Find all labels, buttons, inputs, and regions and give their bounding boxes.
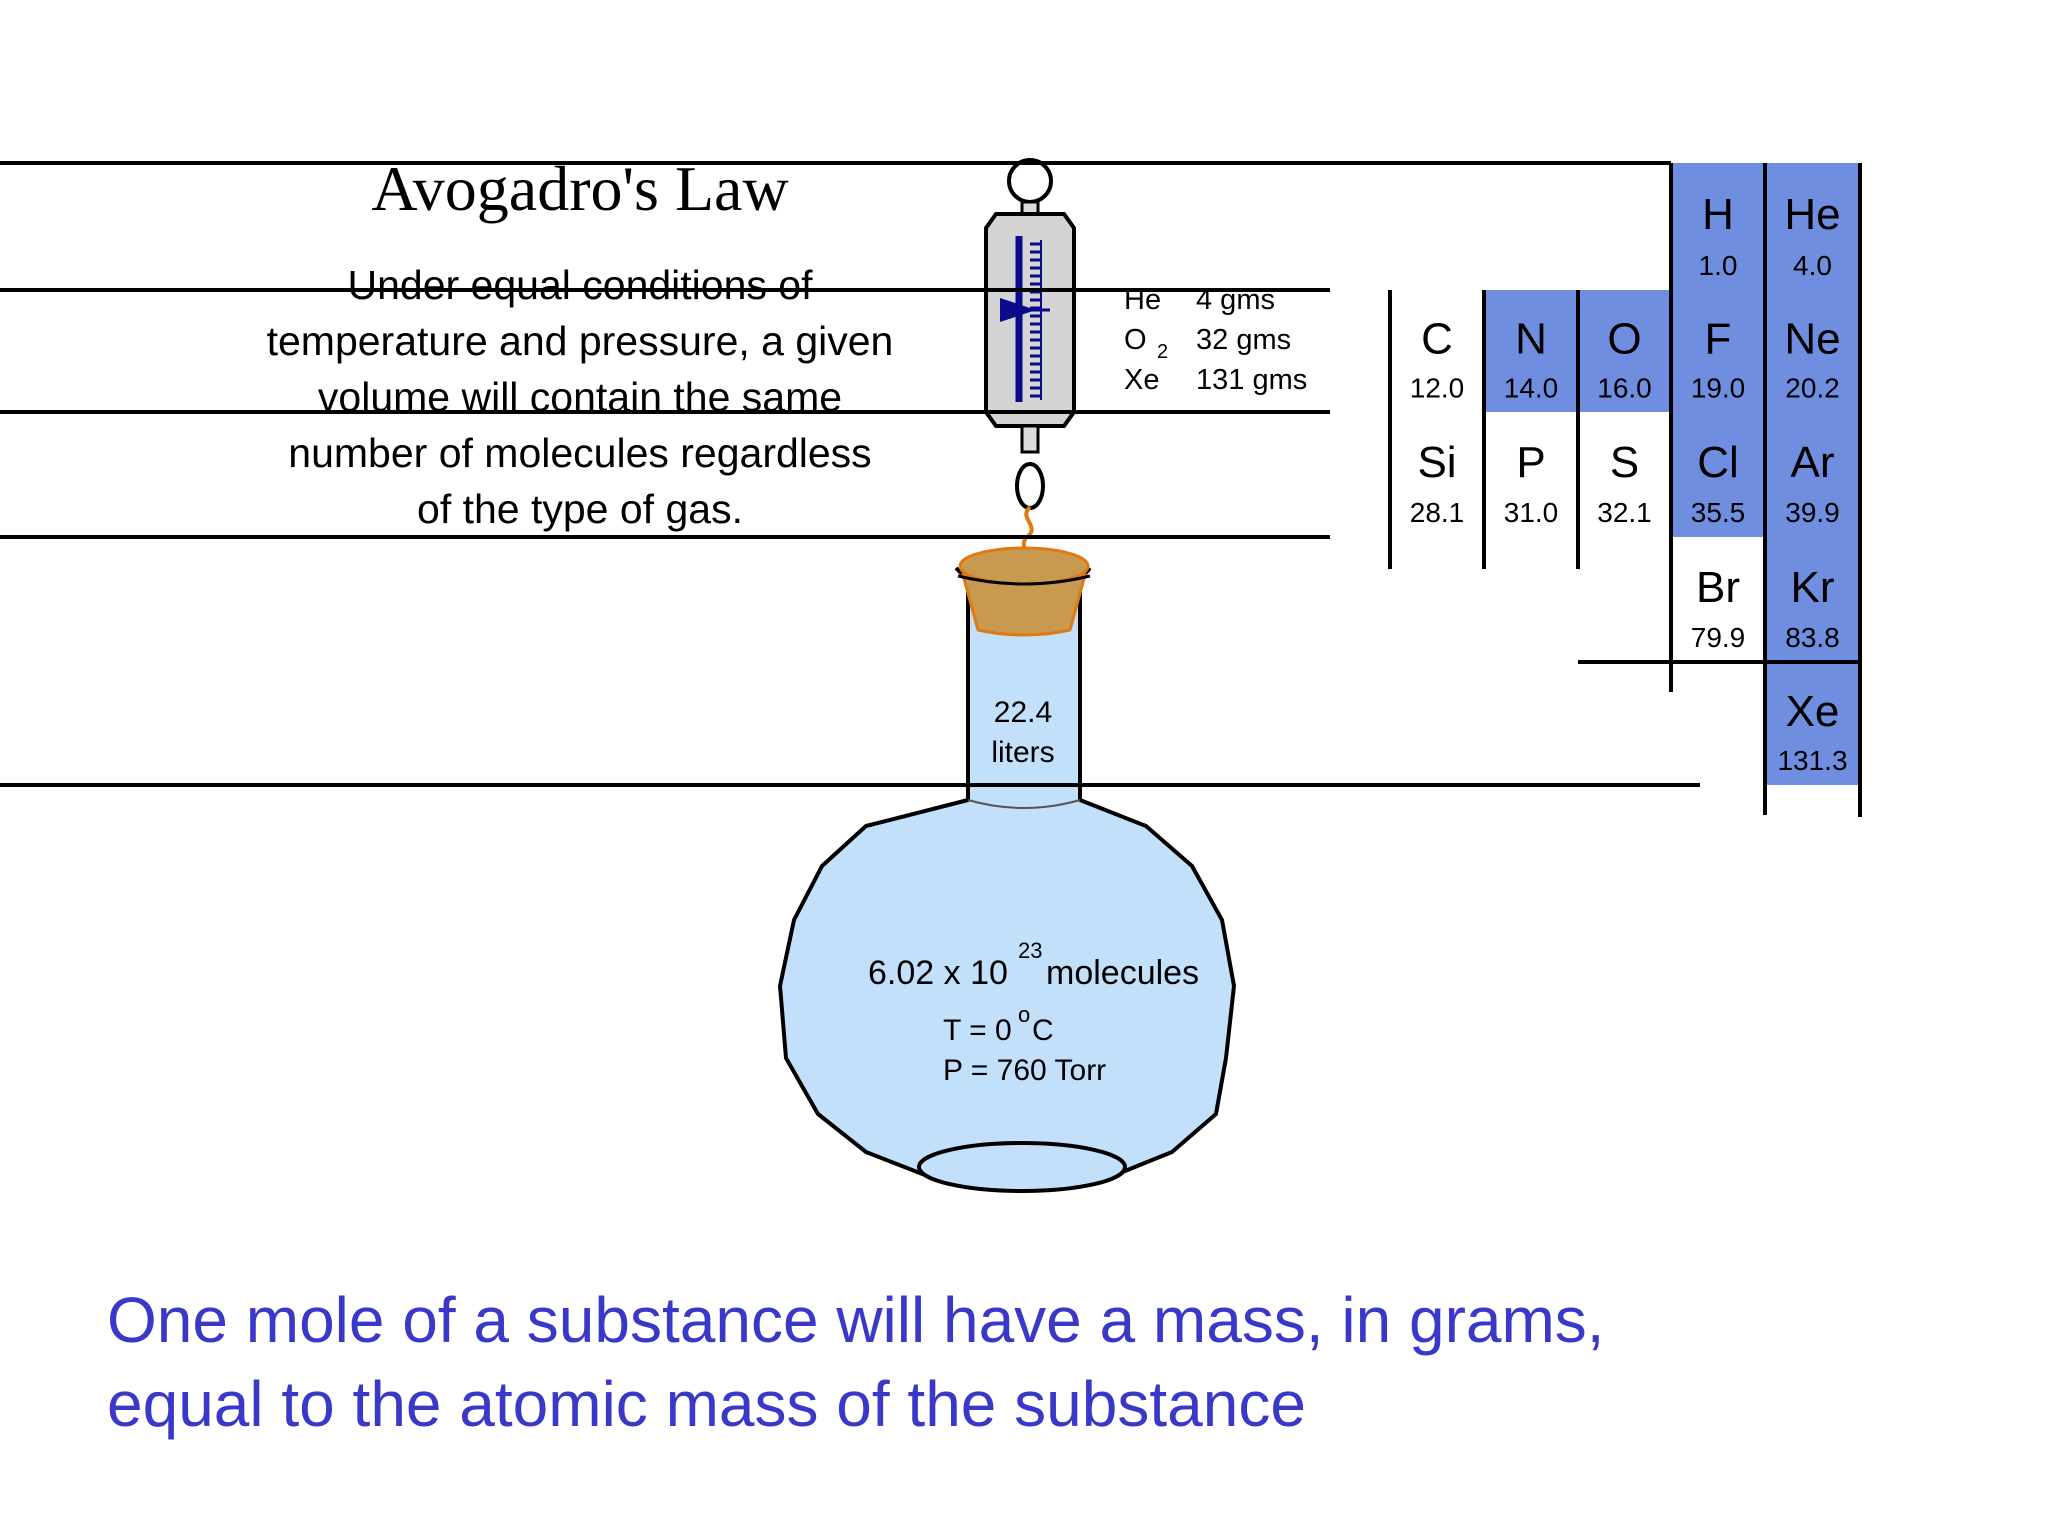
element-cell-p: P 31.0 (1484, 412, 1578, 537)
definition-line: temperature and pressure, a given (266, 318, 894, 364)
element-cell-bg (1390, 412, 1484, 537)
element-cell-bg (1765, 412, 1860, 537)
temperature-prefix: T = 0 (943, 1014, 1012, 1047)
definition-line: of the type of gas. (417, 486, 743, 532)
gas-symbol: O (1124, 324, 1147, 356)
element-cell-br: Br 79.9 (1671, 537, 1765, 662)
element-mass: 16.0 (1597, 372, 1652, 403)
element-mass: 20.2 (1785, 372, 1840, 403)
cork-band (957, 574, 1091, 586)
element-cell-bg (1484, 412, 1578, 537)
element-mass: 79.9 (1691, 622, 1746, 653)
element-cell-si: Si 28.1 (1390, 412, 1484, 537)
element-symbol: O (1607, 314, 1641, 363)
scale-hook-ring (1015, 462, 1045, 510)
element-symbol: F (1705, 314, 1732, 363)
element-cell-bg (1578, 290, 1671, 412)
element-cell-bg (1671, 163, 1765, 290)
element-cell-bg (1765, 163, 1860, 290)
element-cell-xe: Xe 131.3 (1765, 662, 1860, 785)
element-symbol: P (1516, 438, 1545, 487)
element-cell-bg (1671, 290, 1765, 412)
element-cell-bg (1578, 412, 1671, 537)
scale-ring (1007, 158, 1053, 204)
element-cell-f: F 19.0 (1671, 290, 1765, 412)
element-cell-ar: Ar 39.9 (1765, 412, 1860, 537)
element-cell-bg (1484, 290, 1578, 412)
element-cell-bg (1765, 290, 1860, 412)
element-mass: 14.0 (1504, 372, 1559, 403)
element-cell-bg (1671, 537, 1765, 662)
element-symbol: C (1421, 314, 1453, 363)
element-mass: 1.0 (1699, 250, 1738, 281)
element-cell-kr: Kr 83.8 (1765, 537, 1860, 662)
gas-subscript: 2 (1157, 341, 1168, 363)
element-symbol: Ne (1784, 314, 1840, 363)
scale-stem (1020, 424, 1040, 454)
gas-mass: 131 gms (1196, 364, 1307, 396)
gas-mass-list: He 4 gms O 2 32 gms Xe 131 gms (1124, 284, 1307, 396)
flask-body (778, 573, 1236, 1184)
element-symbol: Si (1417, 438, 1456, 487)
molecules-exponent: 23 (1018, 938, 1042, 963)
element-symbol: Kr (1791, 563, 1835, 612)
element-cell-cl: Cl 35.5 (1671, 412, 1765, 537)
flask-volume-unit: liters (991, 736, 1054, 769)
element-cell-s: S 32.1 (1578, 412, 1671, 537)
element-cell-bg (1390, 290, 1484, 412)
element-symbol: S (1610, 438, 1639, 487)
molecules-word: molecules (1046, 954, 1199, 992)
pressure-value: P = 760 Torr (943, 1054, 1106, 1087)
scale-body (984, 212, 1076, 428)
element-mass: 83.8 (1785, 622, 1840, 653)
element-cell-he: He 4.0 (1765, 163, 1860, 290)
element-mass: 35.5 (1691, 497, 1746, 528)
flask-base-ellipse (917, 1141, 1127, 1193)
element-mass: 32.1 (1597, 497, 1652, 528)
element-cell-ne: Ne 20.2 (1765, 290, 1860, 412)
element-mass: 28.1 (1410, 497, 1465, 528)
temperature-unit: C (1032, 1014, 1054, 1047)
element-symbol: Br (1696, 563, 1740, 612)
flask-neck-junction (967, 799, 1081, 809)
element-symbol: H (1702, 190, 1734, 239)
element-mass: 131.3 (1777, 745, 1847, 776)
periodic-table: H 1.0 He 4.0C 12.0 N 14.0 O 16.0 F 19.0 Ne 20.2Si 28.… (0, 161, 1862, 817)
flask-volume-value: 22.4 (994, 696, 1052, 729)
element-cell-bg (1765, 662, 1860, 785)
element-symbol: He (1784, 190, 1840, 239)
cork-stopper (961, 573, 1087, 637)
element-cell-bg (1765, 537, 1860, 662)
element-mass: 39.9 (1785, 497, 1840, 528)
element-mass: 4.0 (1793, 250, 1832, 281)
element-symbol: Cl (1697, 438, 1739, 487)
spring-scale (984, 158, 1076, 560)
definition-line: number of molecules regardless (288, 430, 872, 476)
definition-line: Under equal conditions of (347, 262, 813, 308)
element-mass: 12.0 (1410, 372, 1465, 403)
element-cell-o: O 16.0 (1578, 290, 1671, 412)
gas-symbol: Xe (1124, 364, 1159, 396)
element-mass: 31.0 (1504, 497, 1559, 528)
element-cell-n: N 14.0 (1484, 290, 1578, 412)
conclusion-line: equal to the atomic mass of the substanc… (107, 1368, 1306, 1440)
degree-symbol: o (1018, 1002, 1030, 1027)
element-cell-c: C 12.0 (1390, 290, 1484, 412)
element-cell-bg (1671, 412, 1765, 537)
gas-mass: 32 gms (1196, 324, 1291, 356)
element-symbol: Ar (1791, 438, 1835, 487)
cork-top (958, 546, 1090, 586)
conclusion-line: One mole of a substance will have a mass… (107, 1284, 1605, 1356)
element-symbol: N (1515, 314, 1547, 363)
element-mass: 19.0 (1691, 372, 1746, 403)
element-cell-h: H 1.0 (1671, 163, 1765, 290)
flask (778, 546, 1236, 1193)
element-symbol: Xe (1786, 687, 1840, 736)
molecules-base: 6.02 x 10 (868, 954, 1008, 992)
